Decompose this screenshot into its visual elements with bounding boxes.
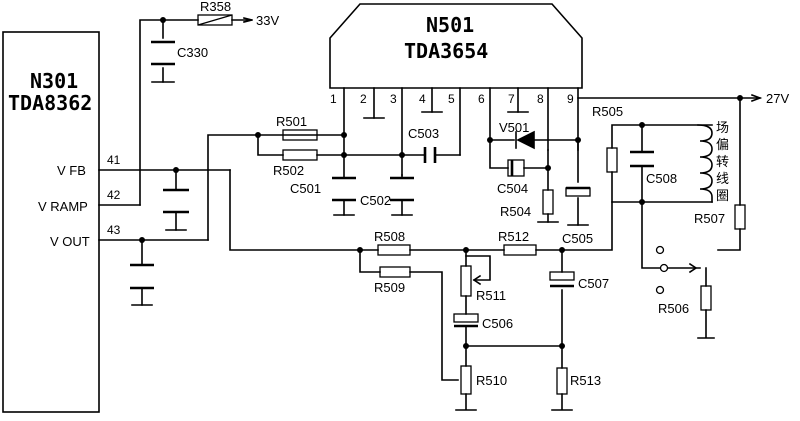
pin-6: 6 (478, 92, 485, 106)
yoke-char-4: 线 (716, 172, 729, 187)
r358-circuit: R358 33V C330 (139, 0, 279, 206)
ic-n301-part: TDA8362 (8, 91, 92, 115)
supply-27v: 27V (766, 91, 789, 106)
r501-label: R501 (276, 114, 307, 129)
c502-label: C502 (360, 193, 391, 208)
r508 (377, 244, 411, 256)
ic-n501-name: N501 (426, 13, 474, 37)
r358-label: R358 (200, 0, 231, 14)
c505-label: C505 (562, 231, 593, 246)
r512 (503, 244, 537, 256)
c506-label: C506 (482, 316, 513, 331)
r513 (556, 367, 568, 395)
r507 (734, 204, 746, 230)
yoke-char-5: 圈 (716, 189, 729, 204)
c501-label: C501 (290, 181, 321, 196)
ic-n301-name: N301 (30, 69, 78, 93)
r502-label: R502 (273, 163, 304, 178)
pin-7: 7 (508, 92, 515, 106)
pin-8: 8 (537, 92, 544, 106)
r511-label: R511 (476, 288, 506, 303)
pin-41: 41 (107, 153, 121, 167)
ic-n301: N301 TDA8362 V FB V RAMP V OUT 41 42 43 (2, 31, 121, 413)
pin-2: 2 (360, 92, 367, 106)
pin-9: 9 (567, 92, 574, 106)
r509 (379, 266, 411, 278)
yoke-network: R505 C508 场 偏 转 线 圈 (592, 104, 729, 205)
yoke-char-1: 场 (716, 121, 729, 136)
r506-label: R506 (658, 301, 689, 316)
c504-label: C504 (497, 181, 528, 196)
v501-label: V501 (499, 120, 529, 135)
r502 (282, 149, 318, 161)
v501-network: V501 C504 R504 (487, 120, 579, 223)
r511 (460, 265, 472, 297)
pin-43: 43 (107, 223, 121, 237)
r504 (542, 189, 554, 215)
pin-42: 42 (107, 188, 121, 202)
r509-label: R509 (374, 280, 405, 295)
r506 (700, 285, 712, 311)
r512-label: R512 (498, 229, 529, 244)
ic-n501: N501 TDA3654 1 2 3 4 5 6 7 8 9 (329, 3, 583, 106)
switch: R506 (641, 201, 715, 339)
r510-label: R510 (476, 373, 507, 388)
pin-4: 4 (419, 92, 426, 106)
pin-5: 5 (448, 92, 455, 106)
supply-33v: 33V (256, 13, 279, 28)
pin-label-vramp: V RAMP (38, 199, 88, 214)
pin-3: 3 (390, 92, 397, 106)
r505-label: R505 (592, 104, 623, 119)
r510 (460, 365, 472, 395)
r513-label: R513 (570, 373, 601, 388)
c508-label: C508 (646, 171, 677, 186)
r507-label: R507 (694, 211, 725, 226)
r358 (197, 14, 233, 26)
c507-label: C507 (578, 276, 609, 291)
r505 (606, 147, 618, 173)
r501-r502: R501 R502 (255, 114, 345, 178)
yoke-char-2: 偏 (716, 138, 729, 153)
r508-label: R508 (374, 229, 405, 244)
pin-label-vout: V OUT (50, 234, 90, 249)
c330-label: C330 (177, 45, 208, 60)
ic-n501-part: TDA3654 (404, 39, 488, 63)
r501 (282, 129, 318, 141)
pin-label-vfb: V FB (57, 163, 86, 178)
c503-label: C503 (408, 126, 439, 141)
pin-1: 1 (330, 92, 337, 106)
r504-label: R504 (500, 204, 531, 219)
yoke-char-3: 转 (716, 155, 729, 170)
